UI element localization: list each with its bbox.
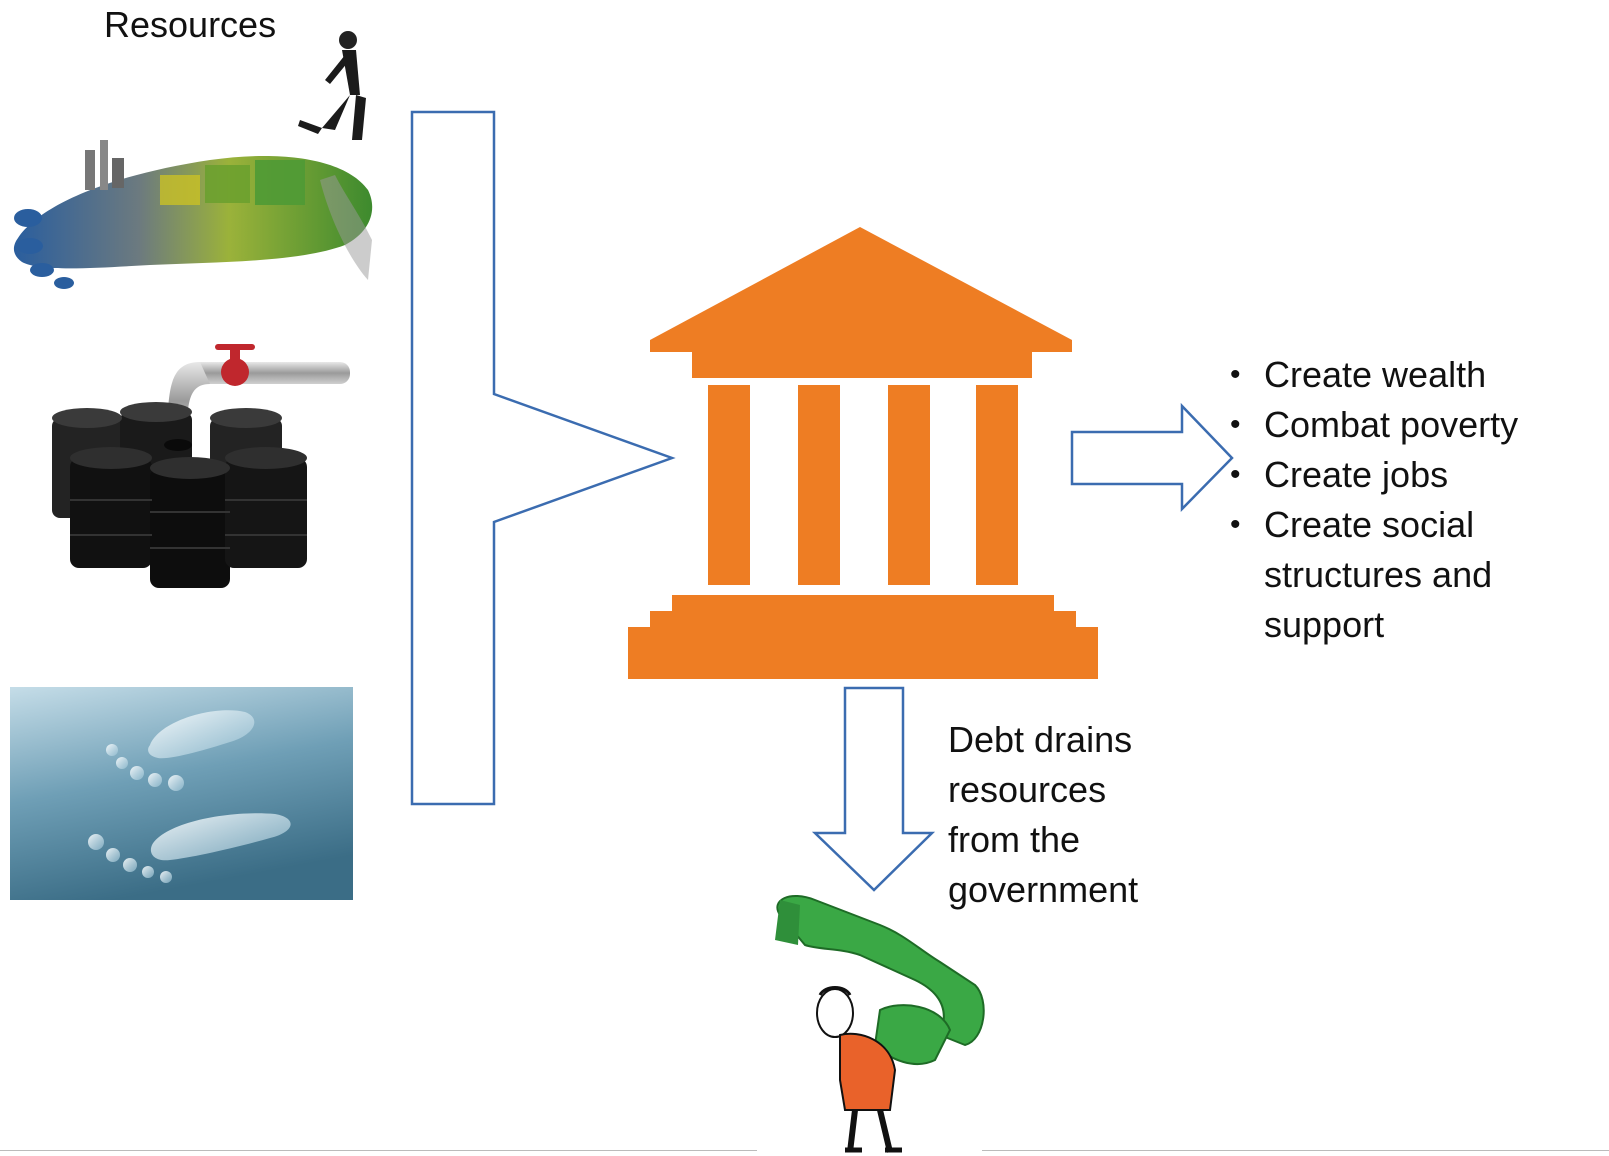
- outcome-item-create-social: Create social structures and support: [1226, 500, 1554, 650]
- resource-collector-arrow: [410, 110, 676, 806]
- footer-divider-right: [982, 1150, 1609, 1151]
- footer-divider-left: [0, 1150, 757, 1151]
- outcomes-arrow: [1070, 402, 1234, 513]
- man-carrying-dollar-icon: [775, 895, 985, 1153]
- water-footprint-icon: [10, 687, 353, 900]
- debt-caption-line-4: government: [948, 869, 1139, 910]
- debt-arrow: [811, 686, 936, 892]
- oil-barrels-icon: [52, 344, 350, 588]
- outcome-item-create-wealth: Create wealth: [1226, 350, 1554, 400]
- debt-caption-line-2: resources: [948, 769, 1107, 810]
- debt-caption-line-1: Debt drains: [948, 719, 1133, 760]
- debt-caption: Debt drains resources from the governmen…: [948, 715, 1138, 915]
- resources-label: Resources: [104, 4, 277, 45]
- outcome-item-combat-poverty: Combat poverty: [1226, 400, 1554, 450]
- land-footprint-icon: [13, 31, 373, 289]
- government-building-icon: [628, 227, 1098, 679]
- outcomes-list: Create wealth Combat poverty Create jobs…: [1226, 350, 1554, 650]
- debt-caption-line-3: from the: [948, 819, 1081, 860]
- outcome-item-create-jobs: Create jobs: [1226, 450, 1554, 500]
